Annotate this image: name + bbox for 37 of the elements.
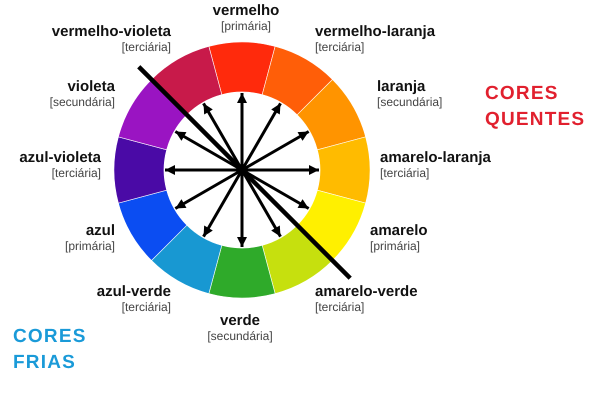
segment-category: [primária]	[370, 239, 420, 254]
segment-category: [secundária]	[377, 95, 442, 110]
segment-category: [terciária]	[315, 40, 364, 55]
segment-category: [terciária]	[52, 166, 101, 181]
wheel-segment	[296, 79, 366, 150]
segment-category: [primária]	[64, 239, 115, 254]
segment-name: amarelo	[370, 223, 428, 239]
segment-name: azul-verde	[96, 284, 171, 300]
region-label: CORES FRIAS	[13, 325, 87, 375]
region-label: CORES QUENTES	[485, 82, 586, 132]
segment-name: vermelho	[212, 3, 280, 19]
wheel-segment	[317, 136, 370, 204]
segment-category: [primária]	[220, 19, 271, 34]
wheel-segment	[118, 190, 188, 261]
segment-name: azul-violeta	[19, 150, 101, 166]
segment-name: amarelo-laranja	[380, 150, 491, 166]
wheel-segment	[118, 79, 188, 150]
segment-name: amarelo-verde	[315, 284, 418, 300]
segment-name: verde	[220, 313, 260, 329]
segment-category: [terciária]	[122, 40, 171, 55]
arrow	[237, 170, 247, 247]
wheel-segment	[208, 245, 276, 298]
arrow	[242, 165, 319, 175]
segment-name: azul	[86, 223, 115, 239]
wheel-segment	[208, 42, 276, 95]
segment-name: laranja	[377, 79, 426, 95]
segment-category: [secundária]	[207, 329, 273, 344]
segment-name: vermelho-violeta	[52, 24, 171, 40]
wheel-segment	[114, 136, 167, 204]
segment-name: violeta	[67, 79, 115, 95]
segment-category: [terciária]	[315, 300, 364, 315]
segment-category: [terciária]	[380, 166, 430, 181]
segment-name: vermelho-laranja	[315, 24, 436, 40]
arrow	[165, 165, 242, 175]
wheel-segment	[296, 190, 366, 261]
segment-category: [terciária]	[122, 300, 171, 315]
segment-category: [secundária]	[50, 95, 115, 110]
